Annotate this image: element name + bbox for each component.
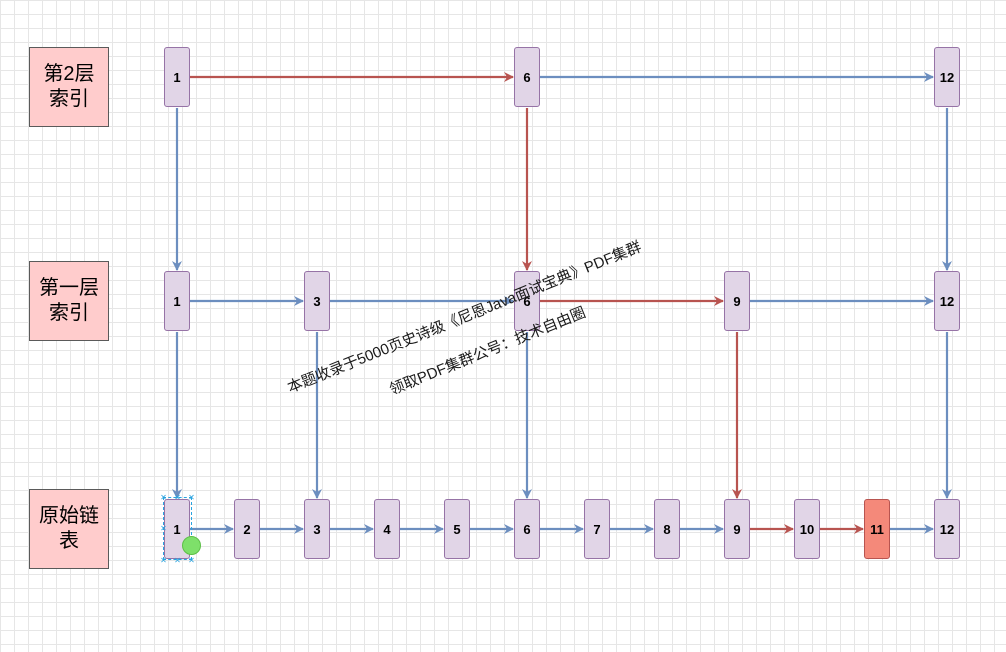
level-1-index-label: 第一层 索引 xyxy=(29,261,109,341)
l1-node-6[interactable]: 6 xyxy=(514,271,540,331)
base-node-7[interactable]: 7 xyxy=(584,499,610,559)
connection-point-icon[interactable] xyxy=(182,536,201,555)
l2-node-12[interactable]: 12 xyxy=(934,47,960,107)
base-node-2[interactable]: 2 xyxy=(234,499,260,559)
base-node-10[interactable]: 10 xyxy=(794,499,820,559)
selection-outline xyxy=(163,497,192,560)
resize-handle-icon[interactable]: ✕ xyxy=(160,524,167,533)
l2-node-6[interactable]: 6 xyxy=(514,47,540,107)
base-node-9[interactable]: 9 xyxy=(724,499,750,559)
base-node-11-target[interactable]: 11 xyxy=(864,499,890,559)
base-node-8[interactable]: 8 xyxy=(654,499,680,559)
resize-handle-icon[interactable]: ✕ xyxy=(174,556,181,565)
l1-node-12[interactable]: 12 xyxy=(934,271,960,331)
l1-node-3[interactable]: 3 xyxy=(304,271,330,331)
l1-node-1[interactable]: 1 xyxy=(164,271,190,331)
edges-layer xyxy=(172,72,952,534)
level-2-index-label: 第2层 索引 xyxy=(29,47,109,127)
base-node-6[interactable]: 6 xyxy=(514,499,540,559)
resize-handle-icon[interactable]: ✕ xyxy=(160,556,167,565)
resize-handle-icon[interactable]: ✕ xyxy=(174,493,181,502)
base-node-5[interactable]: 5 xyxy=(444,499,470,559)
resize-handle-icon[interactable]: ✕ xyxy=(160,493,167,502)
resize-handle-icon[interactable]: ✕ xyxy=(188,493,195,502)
base-node-4[interactable]: 4 xyxy=(374,499,400,559)
resize-handle-icon[interactable]: ✕ xyxy=(188,556,195,565)
base-node-12[interactable]: 12 xyxy=(934,499,960,559)
l2-node-1[interactable]: 1 xyxy=(164,47,190,107)
base-node-3[interactable]: 3 xyxy=(304,499,330,559)
l1-node-9[interactable]: 9 xyxy=(724,271,750,331)
base-list-label: 原始链 表 xyxy=(29,489,109,569)
